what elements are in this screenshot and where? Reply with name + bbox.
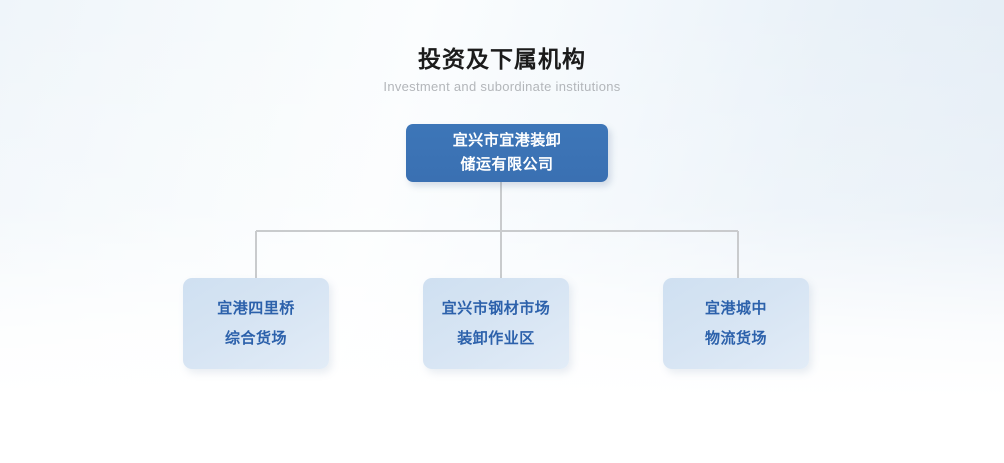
page-title: 投资及下属机构 [418,46,586,72]
org-node-child-2-label: 宜兴市钢材市场 装卸作业区 [441,299,551,347]
org-node-child-3[interactable]: 宜港城中 物流货场 [663,278,809,369]
org-node-root[interactable]: 宜兴市宜港装卸 储运有限公司 [406,124,608,182]
org-node-child-1[interactable]: 宜港四里桥 综合货场 [183,278,329,369]
org-node-child-3-label: 宜港城中 物流货场 [704,299,767,347]
page-subtitle: Investment and subordinate institutions [383,79,621,94]
org-node-child-1-label: 宜港四里桥 综合货场 [217,299,295,347]
page-heading: 投资及下属机构 Investment and subordinate insti… [0,44,1004,96]
org-node-root-label: 宜兴市宜港装卸 储运有限公司 [452,132,562,173]
org-node-child-2[interactable]: 宜兴市钢材市场 装卸作业区 [423,278,569,369]
